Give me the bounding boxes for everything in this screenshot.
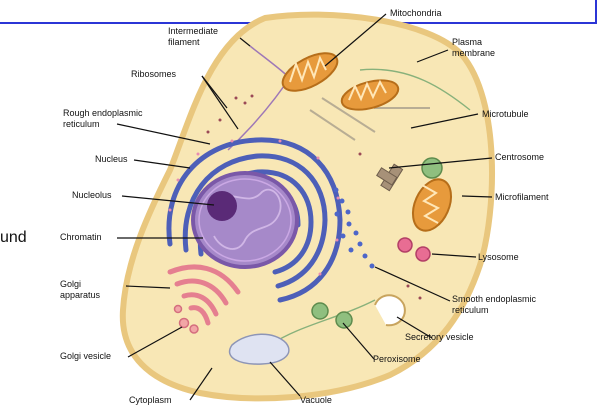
mitochondrion-1 bbox=[281, 52, 339, 92]
side-text-fragment: und bbox=[0, 229, 27, 246]
label-centrosome: Centrosome bbox=[495, 152, 544, 162]
label-rough-er-2: reticulum bbox=[63, 119, 100, 129]
label-peroxisome: Peroxisome bbox=[373, 354, 421, 364]
label-golgi-apparatus-2: apparatus bbox=[60, 290, 101, 300]
label-microfilament: Microfilament bbox=[495, 192, 549, 202]
label-rough-er-1: Rough endoplasmic bbox=[63, 108, 143, 118]
label-chromatin: Chromatin bbox=[60, 232, 102, 242]
leader-lines bbox=[116, 13, 493, 401]
label-mitochondria: Mitochondria bbox=[390, 8, 442, 18]
label-secretory-vesicle: Secretory vesicle bbox=[405, 332, 474, 342]
nucleus bbox=[191, 171, 299, 269]
label-intermediate-filament-1: Intermediate bbox=[168, 26, 218, 36]
golgi-vesicles bbox=[173, 304, 199, 334]
label-smooth-er-2: reticulum bbox=[452, 305, 489, 315]
label-microtubule: Microtubule bbox=[482, 109, 529, 119]
label-nucleolus: Nucleolus bbox=[72, 190, 112, 200]
peroxisome-2 bbox=[335, 311, 353, 329]
label-nucleus: Nucleus bbox=[95, 154, 128, 164]
golgi-apparatus bbox=[167, 264, 241, 326]
centrosome bbox=[376, 163, 404, 192]
microtubule-line-1 bbox=[309, 109, 356, 141]
mitochondrion-2 bbox=[340, 79, 400, 111]
microfilament-line bbox=[359, 68, 471, 111]
smooth-er bbox=[333, 187, 375, 269]
label-vacuole: Vacuole bbox=[300, 395, 332, 405]
label-plasma-membrane-2: membrane bbox=[452, 48, 495, 58]
lysosome-1 bbox=[397, 237, 413, 253]
label-cytoplasm: Cytoplasm bbox=[129, 395, 172, 405]
peroxisome-1 bbox=[311, 302, 329, 320]
mitochondrion-3 bbox=[411, 178, 453, 232]
label-golgi-vesicle: Golgi vesicle bbox=[60, 351, 111, 361]
nucleolus bbox=[207, 191, 237, 221]
label-golgi-apparatus-1: Golgi bbox=[60, 279, 81, 289]
label-ribosomes: Ribosomes bbox=[131, 69, 177, 79]
microtubule-line-2 bbox=[321, 97, 376, 133]
label-plasma-membrane-1: Plasma bbox=[452, 37, 482, 47]
rough-er-ribosome-dots bbox=[168, 139, 340, 276]
lysosome-2 bbox=[415, 246, 431, 262]
centrosome-vesicle bbox=[421, 157, 443, 179]
label-intermediate-filament-2: filament bbox=[168, 37, 200, 47]
label-lysosome: Lysosome bbox=[478, 252, 519, 262]
label-smooth-er-1: Smooth endoplasmic bbox=[452, 294, 537, 304]
vacuole bbox=[229, 333, 290, 365]
free-ribosomes bbox=[206, 94, 422, 300]
